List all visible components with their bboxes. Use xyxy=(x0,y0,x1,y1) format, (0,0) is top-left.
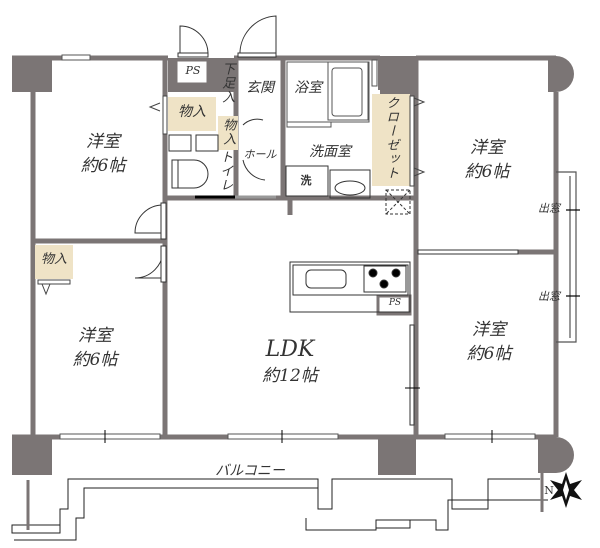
label-washroom: 洗面室 xyxy=(309,144,351,160)
label-ps-kitchen: PS xyxy=(388,298,402,308)
windows xyxy=(59,54,536,443)
bay-windows xyxy=(556,171,580,343)
room-name-se: 洋室 xyxy=(472,320,506,340)
label-storage-sw: 物入 xyxy=(40,252,67,267)
toilet-fixture xyxy=(168,134,219,189)
compass-icon xyxy=(550,472,582,508)
label-toilet: トイレ xyxy=(217,150,233,192)
label-bathroom: 浴室 xyxy=(294,80,322,96)
north-indicator: N xyxy=(544,484,554,497)
label-storage-small: 物入 xyxy=(220,118,236,146)
room-size-nw: 約6帖 xyxy=(80,156,126,176)
room-name-ldk: LDK xyxy=(265,337,315,362)
doors xyxy=(134,15,519,426)
label-shoe-storage: 下足入 xyxy=(219,62,235,104)
storage-doors xyxy=(37,95,426,296)
ps-boxes xyxy=(174,58,412,316)
room-name-nw: 洋室 xyxy=(86,132,120,152)
kitchen-counter xyxy=(289,261,411,313)
room-name-sw: 洋室 xyxy=(78,326,112,346)
bathtub xyxy=(286,59,378,128)
room-size-ldk: 約12帖 xyxy=(262,366,318,386)
label-ps-top: PS xyxy=(185,64,201,77)
label-bay-window-1: 出窓 xyxy=(538,202,560,215)
wash-fixtures xyxy=(285,165,411,215)
label-bay-window-2: 出窓 xyxy=(538,290,560,303)
room-name-ne: 洋室 xyxy=(470,138,504,158)
label-balcony: バルコニー xyxy=(215,463,285,479)
label-washer: 洗 xyxy=(300,174,312,187)
storage-fills xyxy=(35,94,410,279)
label-storage-nw: 物入 xyxy=(178,104,206,120)
room-size-sw: 約6帖 xyxy=(72,350,118,370)
room-size-ne: 約6帖 xyxy=(464,162,510,182)
label-entrance: 玄関 xyxy=(246,80,274,96)
balcony-railing xyxy=(11,468,548,541)
room-size-se: 約6帖 xyxy=(466,344,512,364)
label-hall: ホール xyxy=(243,148,277,161)
label-closet: クローゼット xyxy=(383,96,399,180)
